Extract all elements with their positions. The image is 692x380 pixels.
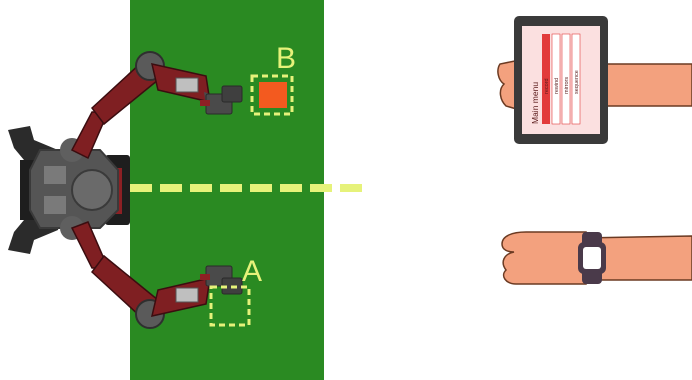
menu-item-sequence-bg[interactable] <box>571 33 581 125</box>
upper-gripper <box>200 85 243 115</box>
menu-item-mirrors[interactable]: mirrors <box>564 77 570 94</box>
menu-item-record-bg[interactable] <box>542 34 550 124</box>
lower-gripper <box>200 265 243 295</box>
robot-arm-lower <box>70 221 243 329</box>
target-a-outline <box>209 285 251 327</box>
robot-arm-upper <box>70 51 243 160</box>
smartwatch-screen[interactable] <box>583 247 601 269</box>
menu-item-rewind[interactable]: rewind <box>554 78 560 94</box>
fist <box>501 231 587 285</box>
tablet[interactable]: Main menu record rewind mirrors sequence <box>514 16 608 144</box>
menu-item-record[interactable]: record <box>544 78 550 94</box>
hand-with-tablet: Main menu record rewind mirrors sequence <box>497 16 692 144</box>
robot-torso <box>29 138 119 240</box>
hand-with-watch <box>501 231 692 285</box>
forearm-top <box>599 63 692 107</box>
menu-item-mirrors-bg[interactable] <box>561 33 571 125</box>
menu-title: Main menu <box>530 82 540 124</box>
tablet-screen <box>522 26 600 134</box>
robot <box>8 51 243 329</box>
target-a-label: A <box>242 255 262 288</box>
target-b-outline <box>250 74 294 116</box>
target-b-label: B <box>276 42 296 75</box>
menu-item-rewind-bg[interactable] <box>551 33 561 125</box>
target-b-box <box>259 82 287 108</box>
menu-item-sequence[interactable]: sequence <box>574 70 580 94</box>
